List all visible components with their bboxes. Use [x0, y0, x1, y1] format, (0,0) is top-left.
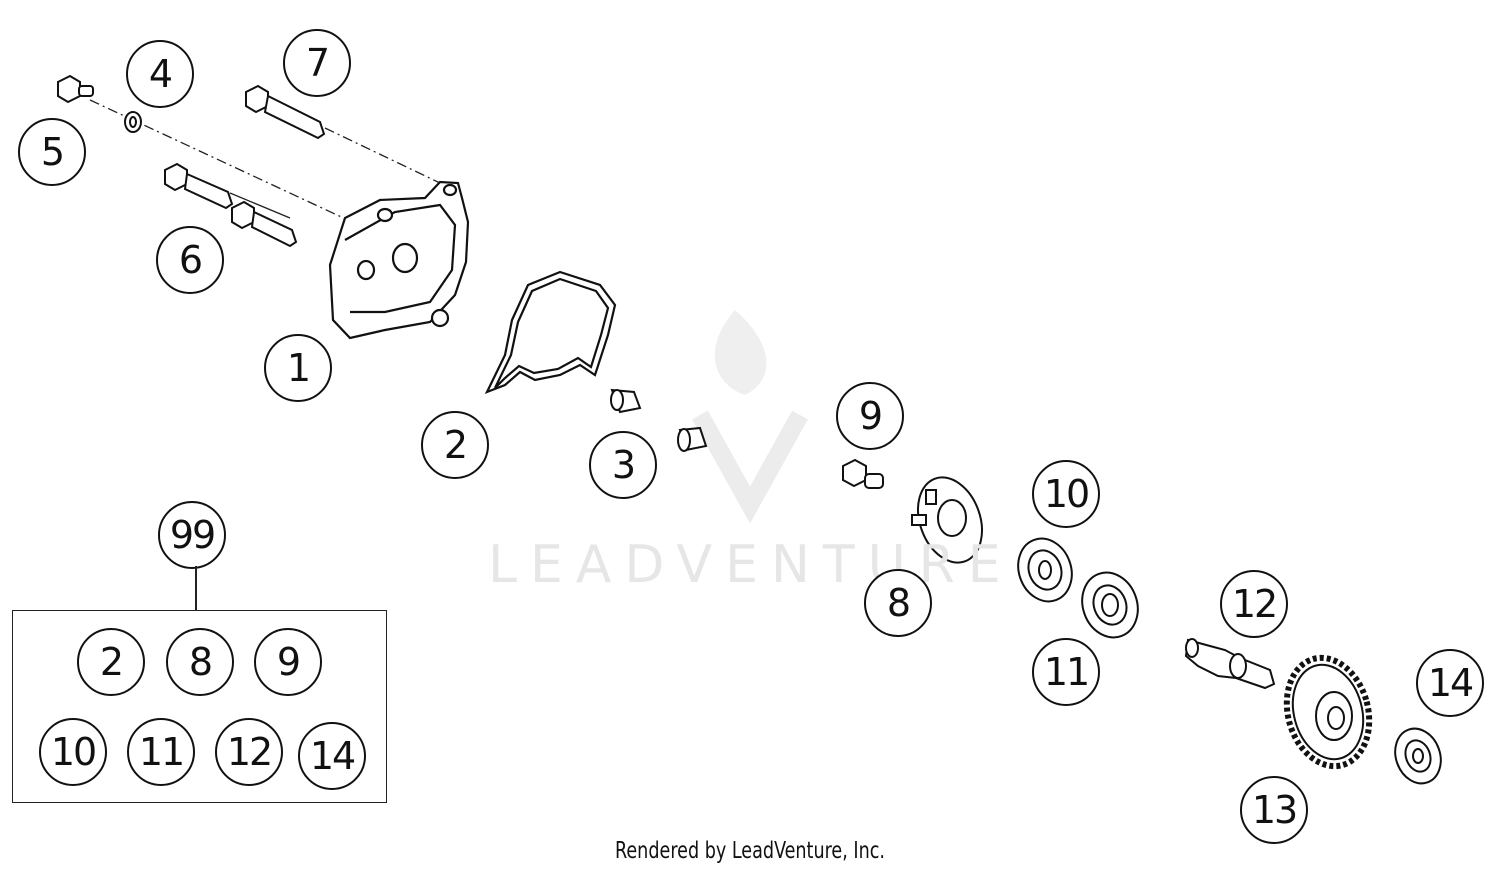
callout-5[interactable]: 5: [18, 118, 86, 186]
callout-13[interactable]: 13: [1240, 776, 1308, 844]
callout-12[interactable]: 12: [1220, 570, 1288, 638]
callout-2[interactable]: 2: [421, 411, 489, 479]
part-12-shaft: [1184, 638, 1276, 690]
part-7-bolt: [245, 84, 326, 140]
leader-lines: [89, 99, 441, 229]
part-3-dowels: [610, 388, 708, 452]
callout-1[interactable]: 1: [264, 334, 332, 402]
part-2-gasket: [484, 270, 617, 395]
kit-item[interactable]: 2: [77, 628, 145, 696]
part-8-impeller: [911, 476, 983, 564]
kit-item[interactable]: 10: [39, 718, 107, 786]
part-13-gear: [1283, 654, 1373, 770]
watermark-logo-icon: [692, 310, 808, 524]
callout-10[interactable]: 10: [1032, 460, 1100, 528]
part-1-pump-cover: [328, 180, 470, 340]
kit-item[interactable]: 12: [215, 718, 283, 786]
kit-connector-line: [195, 566, 197, 610]
part-9-bolt: [842, 458, 884, 489]
callout-7[interactable]: 7: [283, 29, 351, 97]
part-6-bolts: [164, 162, 298, 248]
kit-item[interactable]: 11: [127, 718, 195, 786]
footer-credit: Rendered by LeadVenture, Inc.: [615, 838, 885, 864]
kit-item[interactable]: 9: [254, 628, 322, 696]
part-5-bolt: [57, 74, 94, 104]
callout-11[interactable]: 11: [1032, 638, 1100, 706]
kit-item[interactable]: 8: [166, 628, 234, 696]
callout-14[interactable]: 14: [1416, 649, 1484, 717]
part-11-bearing: [1081, 571, 1139, 639]
callout-99[interactable]: 99: [158, 501, 226, 569]
callout-9[interactable]: 9: [836, 382, 904, 450]
part-4-washer: [124, 111, 142, 133]
callout-8[interactable]: 8: [864, 569, 932, 637]
callout-4[interactable]: 4: [126, 40, 194, 108]
kit-item[interactable]: 14: [298, 722, 366, 790]
callout-6[interactable]: 6: [156, 226, 224, 294]
callout-3[interactable]: 3: [589, 431, 657, 499]
part-10-seal: [1017, 537, 1073, 603]
kit-box: [12, 610, 387, 803]
part-14-bearing: [1394, 727, 1442, 785]
